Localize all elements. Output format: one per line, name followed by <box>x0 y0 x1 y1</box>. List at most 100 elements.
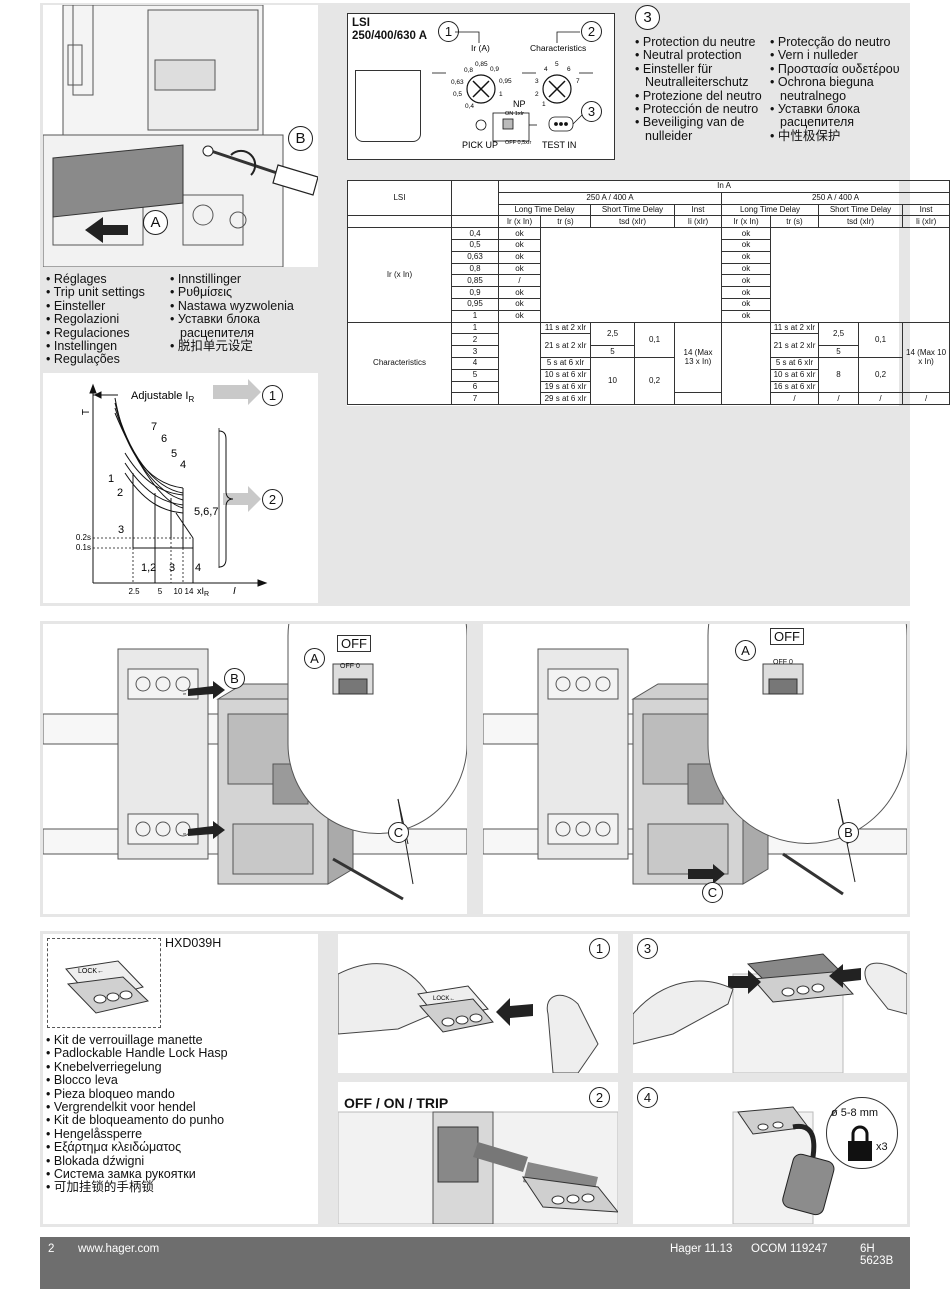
ir-val: 0,85 <box>475 61 488 68</box>
char-num: 7 <box>451 392 499 406</box>
step-1-box: LOCK← <box>337 934 618 1074</box>
hdr-ii-r: Ii (xIr) <box>901 215 950 229</box>
lang-item: Protection du neutre <box>635 35 775 49</box>
lang-item: Regulações <box>46 353 171 367</box>
ir-value: 0,85 <box>451 274 499 288</box>
lang-item: Προστασία ουδετέρου <box>770 62 910 76</box>
inst-cell: / <box>901 392 950 406</box>
page-number: 2 <box>48 1243 55 1255</box>
lang-item: 可加挂锁的手柄锁 <box>46 1181 316 1195</box>
tr-cell: 11 s at 2 xIr <box>540 321 591 335</box>
settings-list-1: Réglages Trip unit settings Einsteller R… <box>46 272 171 367</box>
hdr-group-left: 250 A / 400 A <box>498 191 722 205</box>
footer-url[interactable]: www.hager.com <box>78 1243 160 1255</box>
curve-label-2: 2 <box>117 487 123 499</box>
step-2-number: 2 <box>589 1087 610 1108</box>
dial-window <box>355 70 421 142</box>
char-num: 2 <box>451 333 499 347</box>
footer-brand: Hager 11.13 <box>670 1243 733 1255</box>
ok-cell: ok <box>721 262 771 276</box>
tick-10: 10 <box>174 587 183 596</box>
lock-label-thumb: LOCK← <box>78 968 104 975</box>
padlock-callout: ø 5-8 mm x3 <box>826 1097 898 1169</box>
ir-val: 0,95 <box>499 78 512 85</box>
lang-item: Protecção do neutro <box>770 35 910 49</box>
handle-lock-langs: Kit de verrouillage manette Padlockable … <box>46 1033 316 1195</box>
np-label: NP <box>513 99 526 109</box>
ir-value: 0,5 <box>451 238 499 252</box>
marker-c-mid-right: C <box>702 882 723 903</box>
tr-cell: 21 s at 2 xIr <box>770 333 819 358</box>
lang-item: Kit de verrouillage manette <box>46 1033 316 1047</box>
tr-cell: 16 s at 6 xIr <box>770 380 819 394</box>
ir-val: 0,63 <box>451 79 464 86</box>
ir-value: 0,8 <box>451 262 499 276</box>
breaker-install-drawing-left <box>43 624 467 901</box>
pickup-label: PICK UP <box>462 140 498 150</box>
off-tag-right: OFF <box>770 628 804 645</box>
lang-item: Regolazioni <box>46 312 171 326</box>
lang-item: Neutral protection <box>635 48 775 62</box>
ok-cell: ok <box>498 309 541 323</box>
hdr-lsi: LSI <box>347 179 452 217</box>
hdr-tr-l: tr (s) <box>540 215 591 229</box>
tick-25: 2.5 <box>128 587 140 596</box>
lang-item: Vergrendelkit voor hendel <box>46 1100 316 1114</box>
ok-cell: ok <box>721 274 771 288</box>
char-val: 2 <box>535 91 539 98</box>
char-num: 4 <box>451 356 499 370</box>
hdr-tsd-l: tsd (xIr) <box>590 215 675 229</box>
tr-cell: 5 s at 6 xIr <box>770 356 819 370</box>
hdr-long-l: Long Time Delay <box>498 203 591 217</box>
hdr-tsd-r: tsd (xIr) <box>818 215 903 229</box>
trip-curve-box: T Adjustable IR 7 6 5 4 1 2 3 5,6,7 1,2 … <box>43 373 318 603</box>
tsd-cell: 10 <box>590 356 635 406</box>
axis-i: I <box>233 586 236 597</box>
curve-label-567: 5,6,7 <box>194 506 218 518</box>
off-tag-left: OFF <box>337 635 371 652</box>
tr-cell: 5 s at 6 xIr <box>540 356 591 370</box>
time-02: 0.2s <box>76 533 91 542</box>
curve-label-7: 7 <box>151 421 157 433</box>
curve-callout-1: 1 <box>262 385 283 406</box>
breaker-install-drawing-right <box>483 624 907 896</box>
lang-item: Padlockable Handle Lock Hasp <box>46 1046 316 1060</box>
hdr-in-a: In A <box>497 180 950 193</box>
lang-item: Nastawa wyzwolenia <box>170 299 318 313</box>
footer-ocom: OCOM 119247 <box>751 1243 828 1255</box>
ir-value: 0,9 <box>451 286 499 299</box>
tsd-cell: / <box>818 392 859 406</box>
ir-val: 0,9 <box>490 66 499 73</box>
lang-item: Instellingen <box>46 339 171 353</box>
hdr-inst-r: Inst <box>901 203 950 217</box>
ok-cell: ok <box>721 286 771 299</box>
curve-label-3b: 3 <box>169 562 175 574</box>
tsd-cell: 2,5 <box>590 321 635 347</box>
char-num: 1 <box>451 321 499 335</box>
hdr-long-r: Long Time Delay <box>721 203 819 217</box>
step-4-drawing <box>732 1106 835 1225</box>
char-num: 3 <box>451 345 499 358</box>
ir-val: 0,5 <box>453 91 462 98</box>
char-val: 1 <box>542 101 546 108</box>
curve-label-5: 5 <box>171 448 177 460</box>
padlock-icon <box>848 1125 872 1161</box>
t2-cell: 0,1 <box>858 321 903 358</box>
step-2-drawing <box>337 1111 620 1225</box>
lang-item: Hengelåssperre <box>46 1127 316 1141</box>
ok-cell: ok <box>498 227 541 240</box>
neutral-list-2: Protecção do neutro Vern i nulleder Προσ… <box>770 35 910 143</box>
marker-a-mid-left: A <box>304 648 325 669</box>
lang-item: Protezione del neutro <box>635 89 775 103</box>
ok-cell: ok <box>498 297 541 311</box>
off0-right: OFF 0 <box>773 659 793 666</box>
lang-item: Vern i nulleder <box>770 48 910 62</box>
step-2-box <box>337 1082 620 1225</box>
hdr-short-r: Short Time Delay <box>818 203 903 217</box>
tr-cell: 29 s at 6 xIr <box>540 392 591 406</box>
step-3-box <box>632 934 908 1074</box>
lang-item: Protección de neutro <box>635 102 775 116</box>
ok-cell: ok <box>498 262 541 276</box>
hdr-group-right: 250 A / 400 A <box>720 191 950 205</box>
lang-item: Trip unit settings <box>46 285 171 299</box>
